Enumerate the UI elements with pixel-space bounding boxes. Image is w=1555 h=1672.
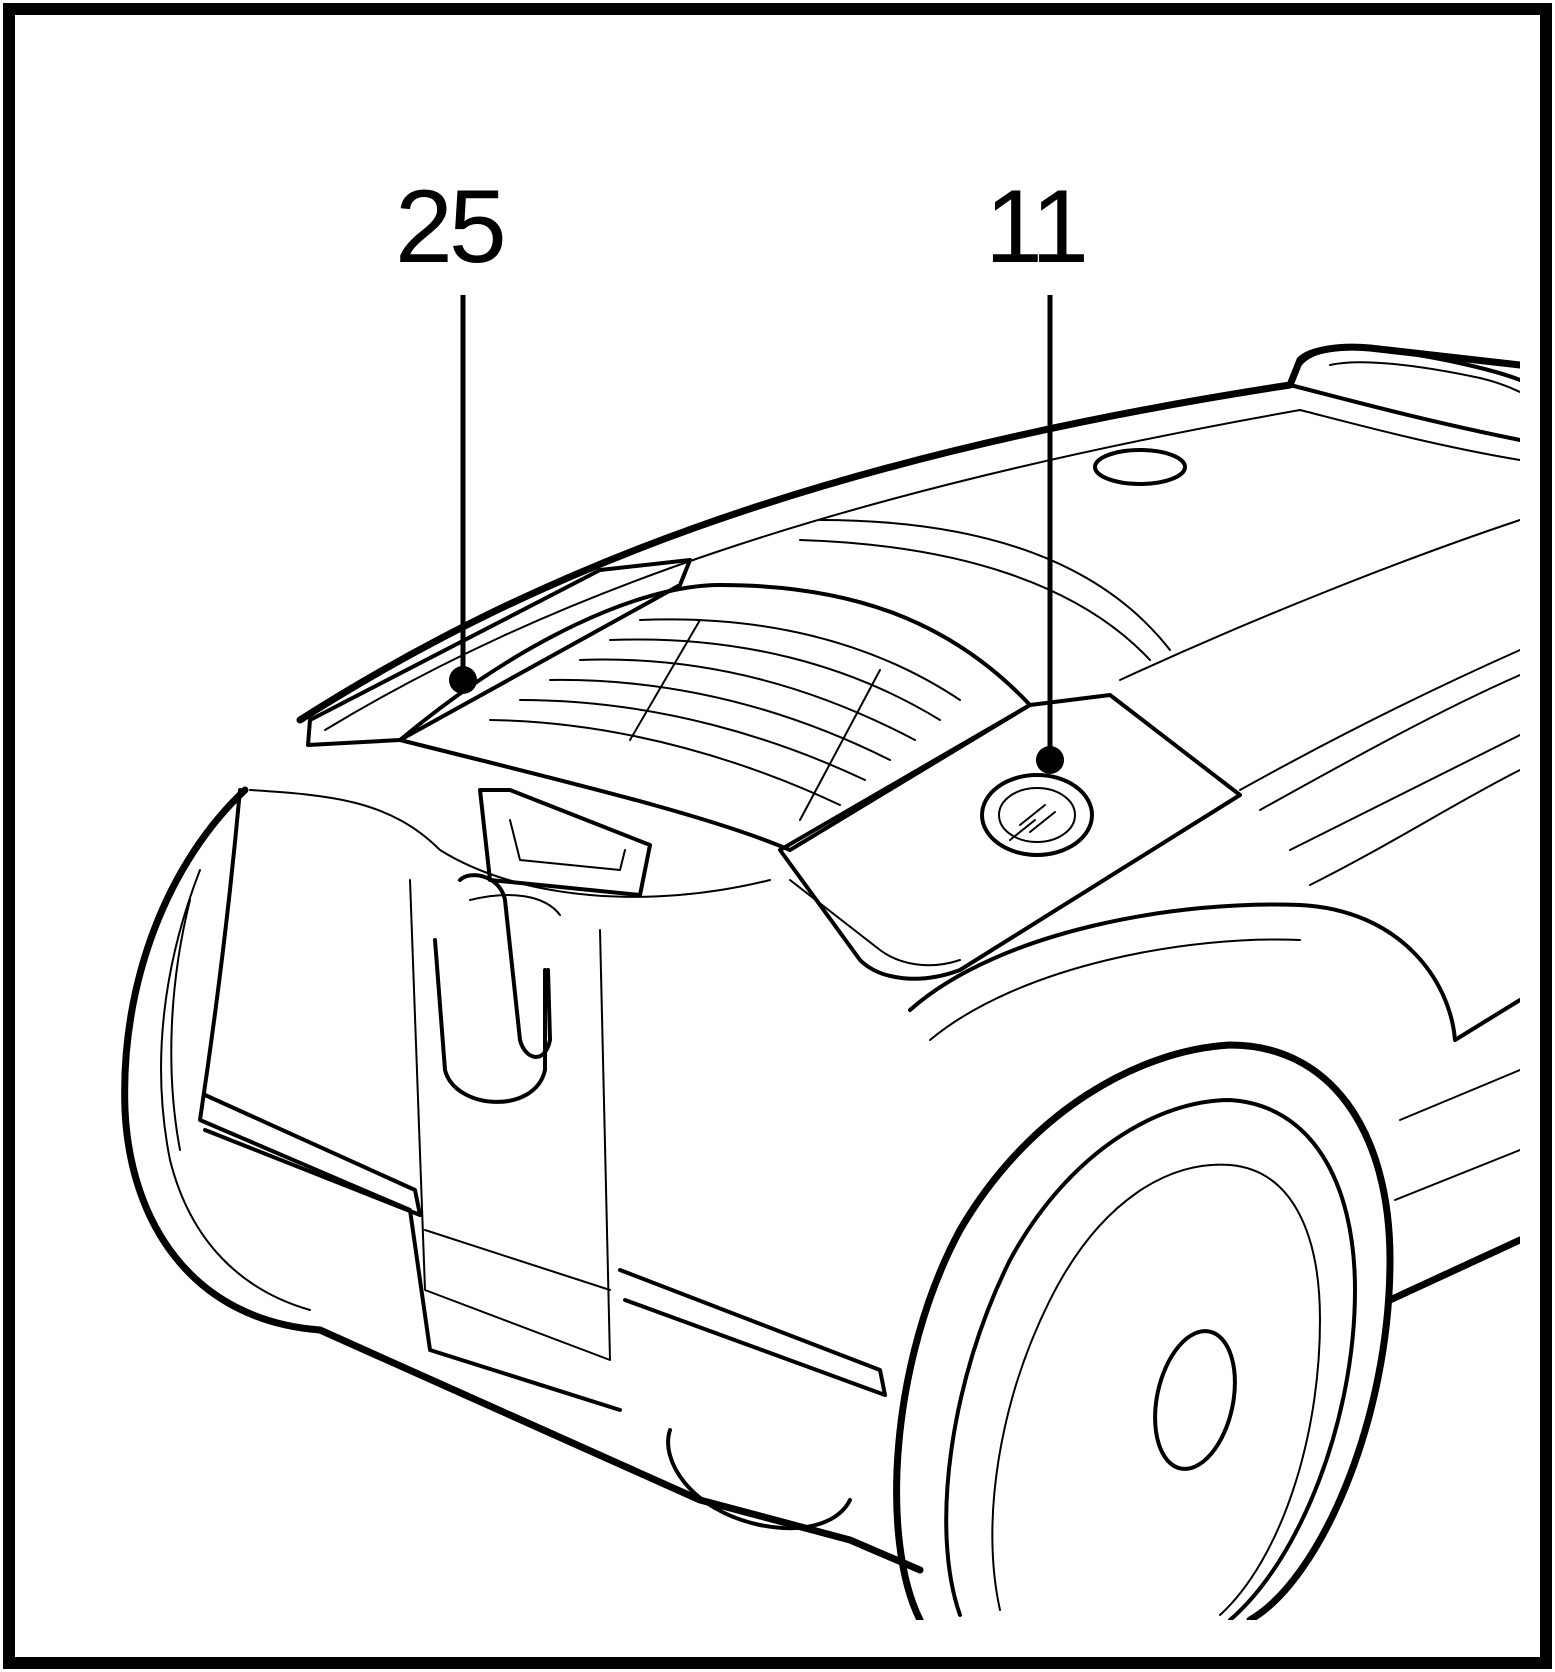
callout-dot	[449, 666, 477, 694]
top-oval-button	[1093, 448, 1187, 486]
front-face-top	[249, 789, 771, 898]
cord-hook-outer	[433, 938, 547, 1104]
right-body-line-1	[1119, 519, 1521, 681]
grille-slat	[609, 638, 941, 721]
front-face	[198, 788, 622, 1412]
callout-25: 25	[395, 169, 507, 694]
top-rim-right-inner	[1299, 409, 1521, 461]
grille-divider	[629, 619, 701, 741]
grille-slat	[579, 658, 916, 741]
callout-11: 11	[985, 169, 1089, 774]
foot-pad	[666, 1428, 852, 1531]
plug-icon	[1009, 804, 1056, 841]
hose-socket-inner	[1329, 361, 1521, 393]
callout-label: 25	[395, 169, 503, 285]
right-body-fender-inner	[929, 938, 1301, 1041]
right-body-rear-lines	[1394, 1069, 1521, 1201]
right-body-rear	[1386, 1236, 1524, 1304]
exhaust-grille	[489, 618, 961, 821]
right-wheel-hub	[1153, 1329, 1237, 1471]
front-latch	[478, 788, 652, 897]
right-body-vertical	[1453, 998, 1522, 1042]
right-body-line-2	[1239, 649, 1521, 791]
lid-dome-line-2	[799, 539, 1151, 661]
figure-border	[3, 3, 1552, 1669]
right-wheel-rim-outer	[944, 1098, 1357, 1622]
grille-slat	[639, 618, 961, 701]
power-button-pad	[778, 693, 1242, 981]
left-wheel-inner	[160, 869, 311, 1311]
right-wheel-tire	[893, 1041, 1394, 1624]
bumper-right	[618, 1268, 887, 1397]
grille-slat	[489, 719, 841, 806]
left-wheel-outer	[121, 786, 324, 1334]
front-latch-inner	[509, 819, 626, 871]
power-button-inner	[998, 787, 1076, 843]
right-body-line-3	[1259, 674, 1521, 811]
callout-label: 11	[985, 169, 1085, 285]
grille-slat	[549, 678, 891, 761]
body-bottom	[316, 1326, 924, 1574]
lower-white-band	[15, 1620, 1540, 1658]
hose-socket-outer	[1293, 346, 1522, 382]
top-rim-right	[1288, 383, 1522, 442]
right-body-fender	[908, 902, 1457, 1042]
right-body-line-4	[1289, 734, 1521, 851]
right-white-band	[1520, 15, 1540, 1655]
power-button-pad-edge	[789, 879, 961, 967]
bumper-left	[203, 1093, 422, 1217]
hook-plate-divider	[424, 1229, 611, 1291]
vacuum-cleaner-illustration	[121, 343, 1524, 1624]
hook-plate	[409, 879, 611, 1361]
right-wheel-rim-inner	[991, 1163, 1321, 1616]
grille-divider	[799, 669, 881, 821]
right-body-line-5	[1309, 769, 1521, 886]
cord-hook-slot	[469, 894, 561, 916]
grille-frame-outer	[398, 583, 1032, 852]
callout-dot	[1036, 746, 1064, 774]
left-wheel-inner-2	[170, 899, 191, 1151]
body-top-inner-line	[324, 409, 1301, 731]
power-button-ring	[980, 773, 1094, 857]
lid-dome-line-1	[819, 519, 1171, 651]
